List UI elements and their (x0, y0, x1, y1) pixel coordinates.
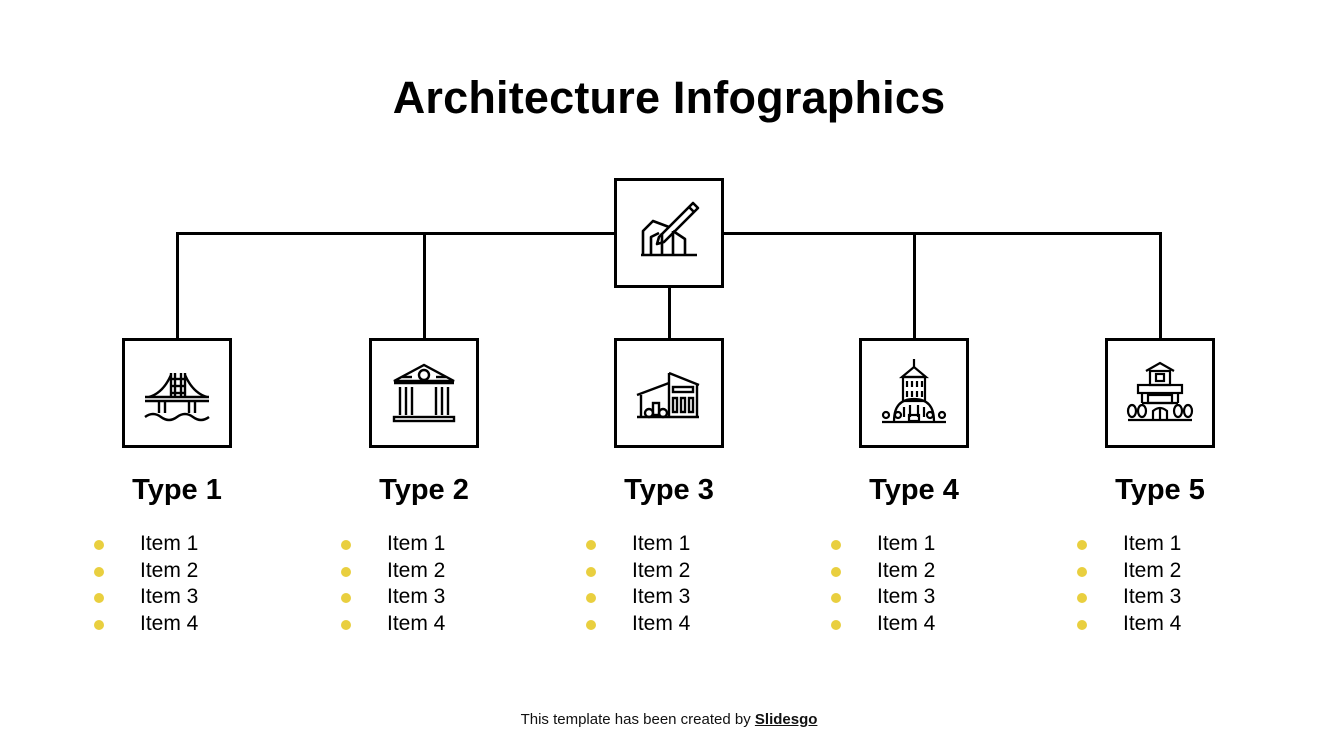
bullet-dot-icon (831, 593, 841, 603)
list-item: Item 2 (77, 558, 277, 585)
list-item: Item 1 (569, 531, 769, 558)
bullet-dot-icon (1077, 566, 1087, 577)
house-pencil-icon (641, 201, 700, 257)
type-1-node (122, 338, 232, 448)
list-item: Item 4 (1060, 611, 1260, 638)
list-item: Item 1 (324, 531, 524, 558)
list-item: Item 4 (569, 611, 769, 638)
bullet-dot-icon (341, 619, 351, 630)
type-title: Type 5 (1115, 474, 1205, 506)
list-item: Item 1 (1060, 531, 1260, 558)
connector-type-2 (423, 232, 426, 340)
list-item: Item 3 (569, 584, 769, 611)
classical-building-icon (392, 363, 456, 423)
footer-text: This template has been created by (520, 711, 755, 728)
list-item: Item 1 (814, 531, 1014, 558)
list-item: Item 1 (77, 531, 277, 558)
type-5-column: Type 5 Item 1 Item 2 Item 3 Item 4 (1060, 474, 1260, 637)
list-item: Item 4 (324, 611, 524, 638)
connector-type-1 (176, 232, 179, 340)
type-5-node (1105, 338, 1215, 448)
list-item: Item 3 (77, 584, 277, 611)
type-title: Type 4 (869, 474, 959, 506)
slidesgo-link[interactable]: Slidesgo (754, 711, 818, 728)
list-item: Item 3 (1060, 584, 1260, 611)
bullet-dot-icon (586, 540, 596, 550)
list-item: Item 2 (1060, 558, 1260, 585)
bullet-dot-icon (94, 619, 104, 630)
list-item: Item 4 (77, 611, 277, 638)
bullet-dot-icon (1077, 619, 1087, 630)
domed-tower-icon (881, 359, 947, 424)
bullet-dot-icon (341, 566, 351, 577)
type-2-column: Type 2 Item 1 Item 2 Item 3 Item 4 (324, 474, 524, 637)
connector-type-4 (913, 232, 916, 340)
bullet-dot-icon (586, 619, 596, 630)
list-item: Item 2 (569, 558, 769, 585)
bullet-dot-icon (586, 593, 596, 603)
root-node (614, 178, 724, 288)
bullet-dot-icon (94, 593, 104, 603)
type-3-node (614, 338, 724, 448)
type-title: Type 3 (624, 474, 714, 506)
list-item: Item 2 (324, 558, 524, 585)
list-item: Item 3 (814, 584, 1014, 611)
connector-type-5 (1159, 232, 1162, 340)
item-list: Item 1 Item 2 Item 3 Item 4 (77, 531, 277, 637)
bullet-dot-icon (341, 540, 351, 550)
type-2-node (369, 338, 479, 448)
type-3-column: Type 3 Item 1 Item 2 Item 3 Item 4 (569, 474, 769, 637)
bullet-dot-icon (1077, 593, 1087, 603)
list-item: Item 4 (814, 611, 1014, 638)
item-list: Item 1 Item 2 Item 3 Item 4 (1060, 531, 1260, 637)
connector-type-3 (668, 286, 671, 340)
bullet-dot-icon (831, 619, 841, 630)
bridge-icon (144, 373, 210, 422)
type-1-column: Type 1 Item 1 Item 2 Item 3 Item 4 (77, 474, 277, 637)
list-item: Item 2 (814, 558, 1014, 585)
type-4-node (859, 338, 969, 448)
type-title: Type 2 (379, 474, 469, 506)
bullet-dot-icon (341, 593, 351, 603)
bullet-dot-icon (831, 540, 841, 550)
bullet-dot-icon (586, 566, 596, 577)
type-title: Type 1 (132, 474, 222, 506)
modern-house-icon (636, 371, 700, 419)
bullet-dot-icon (94, 540, 104, 550)
page-title: Architecture Infographics (392, 72, 946, 123)
bullet-dot-icon (94, 566, 104, 577)
bullet-dot-icon (1077, 540, 1087, 550)
list-item: Item 3 (324, 584, 524, 611)
footer-credit: This template has been created by Slides… (0, 711, 1338, 728)
villa-icon (1126, 361, 1194, 422)
item-list: Item 1 Item 2 Item 3 Item 4 (569, 531, 769, 637)
item-list: Item 1 Item 2 Item 3 Item 4 (324, 531, 524, 637)
type-4-column: Type 4 Item 1 Item 2 Item 3 Item 4 (814, 474, 1014, 637)
bullet-dot-icon (831, 566, 841, 577)
item-list: Item 1 Item 2 Item 3 Item 4 (814, 531, 1014, 637)
